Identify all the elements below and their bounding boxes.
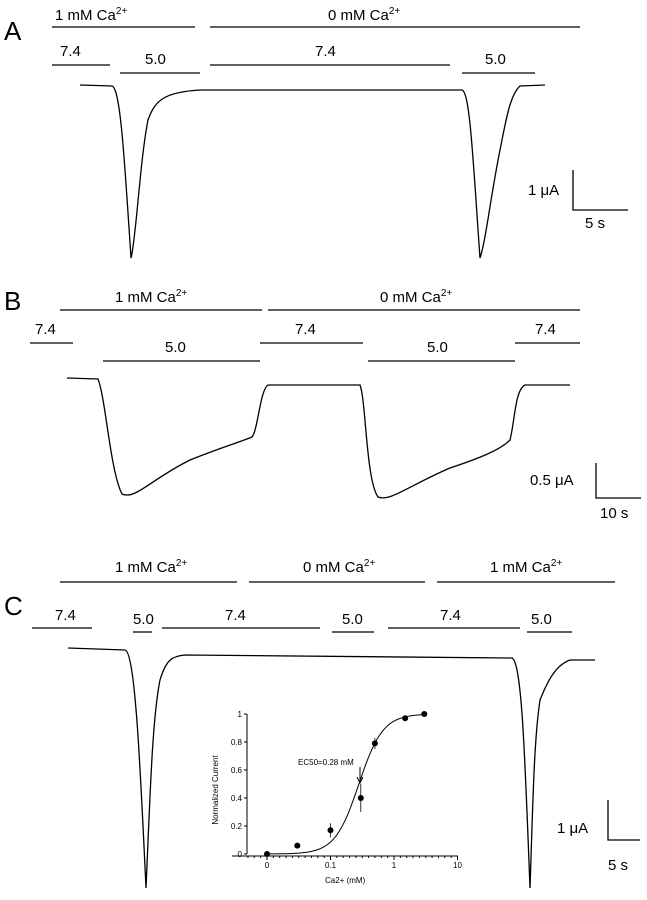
label-ph: 7.4 (35, 321, 56, 338)
label-ph: 7.4 (440, 607, 461, 624)
y-tick-label: 0 (238, 850, 243, 859)
label-ph: 7.4 (60, 43, 81, 60)
label-ph: 5.0 (133, 611, 154, 628)
label-ph: 7.4 (535, 321, 556, 338)
label-ca: 0 mM Ca2+ (380, 288, 452, 306)
inset-dose-response-chart: Ca2+ (mM) Normalized Current EC50=0.28 m… (211, 710, 462, 885)
label-ca: 1 mM Ca2+ (115, 558, 187, 576)
label-ca: 1 mM Ca2+ (55, 6, 127, 24)
label-ph: 5.0 (342, 611, 363, 628)
panel-b-letter: B (4, 286, 21, 316)
data-point (371, 740, 378, 747)
scale-bar (595, 463, 641, 499)
y-tick-label: 1 (238, 710, 243, 719)
data-point (294, 842, 301, 849)
current-trace (67, 647, 595, 889)
scale-y-label: 1 μA (528, 182, 559, 199)
y-tick-label: 0.4 (231, 794, 243, 803)
label-ca: 1 mM Ca2+ (115, 288, 187, 306)
ec50-annotation: EC50=0.28 mM (298, 758, 354, 767)
scale-y-label: 1 μA (557, 820, 588, 837)
data-point (264, 851, 270, 857)
data-point (402, 715, 409, 722)
label-ph: 7.4 (295, 321, 316, 338)
data-point (421, 711, 428, 717)
label-ph: 7.4 (55, 607, 76, 624)
y-tick-label: 0.6 (231, 766, 243, 775)
scale-bar (607, 800, 640, 841)
panel-a-letter: A (4, 16, 22, 46)
scale-x-label: 10 s (600, 505, 628, 522)
y-axis-label: Normalized Current (211, 755, 220, 825)
x-tick-label: 0 (265, 861, 270, 870)
current-trace (66, 377, 570, 499)
label-ph: 5.0 (531, 611, 552, 628)
x-tick-label: 10 (453, 861, 462, 870)
label-ca: 1 mM Ca2+ (490, 558, 562, 576)
scale-x-label: 5 s (585, 215, 605, 232)
y-tick-label: 0.8 (231, 738, 243, 747)
x-axis-label: Ca2+ (mM) (325, 876, 366, 885)
scale-x-label: 5 s (608, 857, 628, 874)
fit-curve (267, 714, 426, 855)
label-ph: 5.0 (145, 51, 166, 68)
scale-y-label: 0.5 μA (530, 472, 574, 489)
data-point (357, 795, 364, 801)
current-trace (79, 84, 546, 259)
x-tick-label: 0.1 (325, 861, 337, 870)
data-point (327, 827, 334, 834)
y-tick-label: 0.2 (231, 822, 243, 831)
label-ph: 5.0 (165, 339, 186, 356)
label-ph: 7.4 (225, 607, 246, 624)
label-ph: 7.4 (315, 43, 336, 60)
label-ca: 0 mM Ca2+ (328, 6, 400, 24)
panel-c-letter: C (4, 591, 23, 621)
label-ph: 5.0 (485, 51, 506, 68)
x-tick-label: 1 (392, 861, 397, 870)
label-ca: 0 mM Ca2+ (303, 558, 375, 576)
label-ph: 5.0 (427, 339, 448, 356)
scale-bar (572, 170, 628, 211)
